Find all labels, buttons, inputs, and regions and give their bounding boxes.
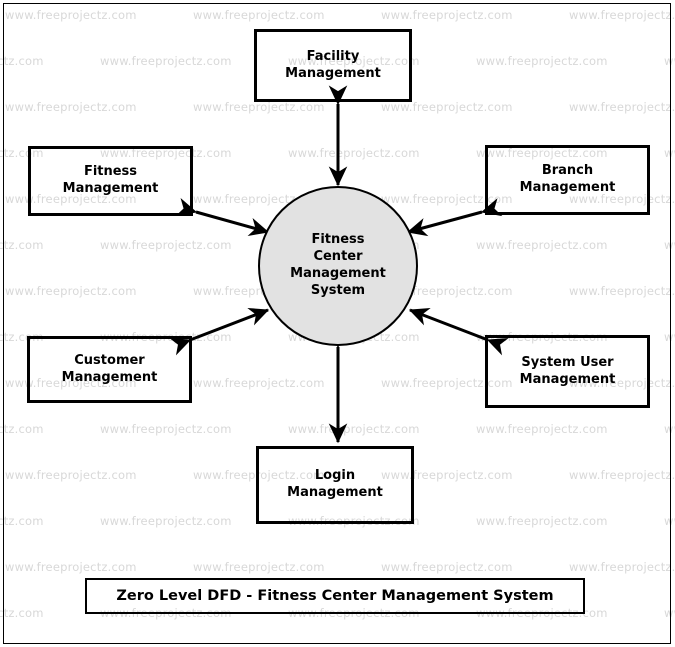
- diagram-title-bar: Zero Level DFD - Fitness Center Manageme…: [85, 578, 585, 614]
- entity-facility-management-label: Facility Management: [285, 48, 381, 81]
- entity-system-user-management[interactable]: System User Management: [485, 335, 650, 408]
- process-label: Fitness Center Management System: [290, 232, 386, 298]
- entity-login-management-label: Login Management: [287, 468, 383, 500]
- entity-fitness-management-label: Fitness Management: [62, 164, 159, 196]
- entity-branch-management[interactable]: Branch Management: [485, 145, 650, 215]
- entity-login-management[interactable]: Login Management: [256, 446, 414, 524]
- flow-system-user-management: [408, 307, 509, 356]
- flow-branch-management: [406, 198, 503, 237]
- flow-fitness-management: [175, 198, 270, 236]
- flow-customer-management: [169, 307, 270, 356]
- entity-facility-management[interactable]: Facility Management: [254, 29, 412, 102]
- diagram-outer-border: [3, 3, 671, 644]
- entity-branch-management-label: Branch Management: [519, 163, 616, 195]
- entity-system-user-management-label: System User Management: [519, 354, 616, 387]
- diagram-title: Zero Level DFD - Fitness Center Manageme…: [116, 588, 554, 604]
- process-fitness-center-management-system[interactable]: Fitness Center Management System: [258, 186, 418, 346]
- entity-customer-management-label: Customer Management: [61, 352, 158, 385]
- entity-fitness-management[interactable]: Fitness Management: [28, 146, 193, 216]
- entity-customer-management[interactable]: Customer Management: [27, 336, 192, 403]
